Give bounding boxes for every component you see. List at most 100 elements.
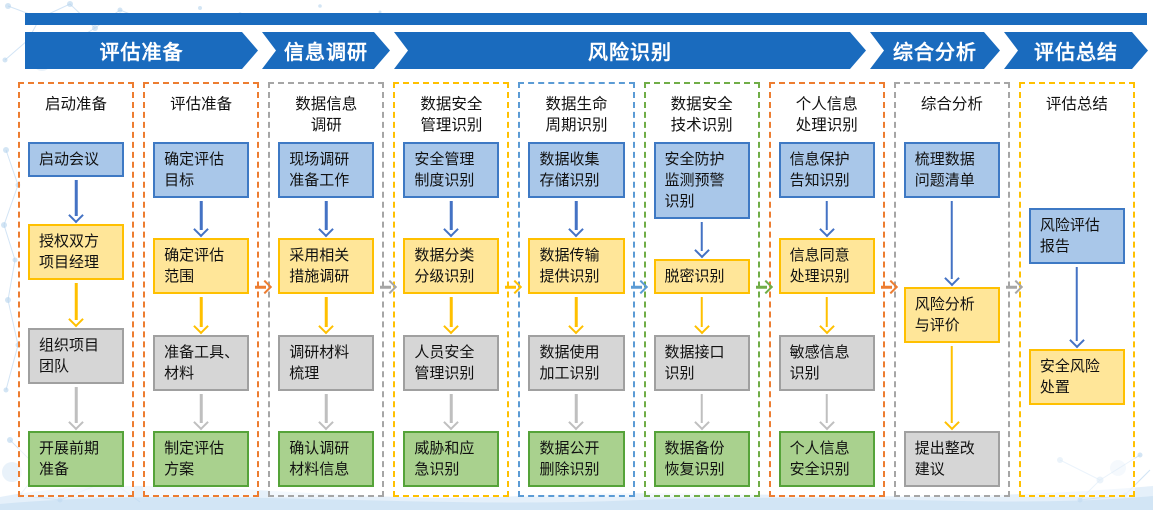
flow-column-9: 评估总结风险评估 报告安全风险 处置 [1018,82,1135,497]
column-gap [635,82,644,497]
flow-column-6: 数据安全 技术识别安全防护 监测预警 识别脱密识别数据接口 识别数据备份 恢复识… [643,82,760,497]
down-arrow-icon [779,392,875,430]
phase-segment-risk-identification: 风险识别 [394,32,866,69]
down-arrow-icon [779,295,875,333]
phase-segment-comprehensive-analysis: 综合分析 [870,32,1000,69]
top-accent-bar [25,13,1147,25]
column-title: 综合分析 [920,96,983,113]
down-arrow-icon [654,295,750,333]
flow-box: 安全风险 处置 [1028,348,1125,405]
spacer [1029,142,1125,208]
flow-box: 个人信息 安全识别 [778,430,875,487]
down-arrow-icon [904,344,1000,431]
column-title: 启动准备 [45,96,108,113]
flow-box: 确认调研 材料信息 [278,430,375,487]
column-gap [760,82,769,497]
flow-box: 敏感信息 识别 [778,334,875,391]
down-arrow-icon [528,295,624,333]
down-arrow-icon [278,295,374,333]
flow-box: 数据分类 分级识别 [403,238,500,295]
down-arrow-icon [28,281,124,326]
spacer [1029,405,1125,488]
flow-box: 数据备份 恢复识别 [653,430,750,487]
flow-box: 安全管理 制度识别 [403,142,500,198]
flow-box: 信息同意 处理识别 [778,238,875,295]
down-arrow-icon [278,392,374,430]
flow-box: 脱密识别 [653,259,750,295]
column-gap [509,82,518,497]
flow-box: 风险分析 与评价 [903,286,1000,343]
down-arrow-icon [403,295,499,333]
column-gap [384,82,393,497]
phase-segment-summary: 评估总结 [1004,32,1148,69]
down-arrow-icon [28,385,124,430]
flow-column-4: 数据安全 管理识别安全管理 制度识别数据分类 分级识别人员安全 管理识别威胁和应… [393,82,510,497]
flow-box: 制定评估 方案 [153,430,250,487]
flow-box: 人员安全 管理识别 [403,334,500,391]
right-arrow-icon [756,280,773,294]
down-arrow-icon [153,199,249,237]
flow-box: 威胁和应 急识别 [403,430,500,487]
right-arrow-icon [505,280,522,294]
down-arrow-icon [403,199,499,237]
flow-box: 组织项目 团队 [28,327,125,384]
flow-column-5: 数据生命 周期识别数据收集 存储识别数据传输 提供识别数据使用 加工识别数据公开… [518,82,635,497]
flow-column-7: 个人信息 处理识别信息保护 告知识别信息同意 处理识别敏感信息 识别个人信息 安… [768,82,885,497]
right-arrow-icon [1006,280,1023,294]
flow-box: 启动会议 [28,142,125,177]
flow-box: 确定评估 目标 [153,142,250,198]
flow-box: 数据使用 加工识别 [528,334,625,391]
down-arrow-icon [153,392,249,430]
down-arrow-icon [403,392,499,430]
column-title: 评估总结 [1045,96,1108,113]
down-arrow-icon [28,178,124,223]
flow-box: 数据收集 存储识别 [528,142,625,198]
column-gap [885,82,894,497]
column-title: 数据安全 管理识别 [420,96,483,134]
column-title: 个人信息 处理识别 [795,96,858,134]
flow-box: 梳理数据 问题清单 [903,142,1000,198]
flow-column-1: 启动准备启动会议授权双方 项目经理组织项目 团队开展前期 准备 [18,82,135,497]
down-arrow-icon [528,392,624,430]
down-arrow-icon [528,199,624,237]
down-arrow-icon [654,392,750,430]
column-title: 评估准备 [170,96,233,113]
down-arrow-icon [654,220,750,258]
flow-column-3: 数据信息 调研现场调研 准备工作采用相关 措施调研调研材料 梳理确认调研 材料信… [268,82,385,497]
flow-box: 数据公开 删除识别 [528,430,625,487]
flow-box: 信息保护 告知识别 [778,142,875,198]
flow-box: 准备工具、 材料 [153,334,250,391]
flow-box: 授权双方 项目经理 [28,224,125,281]
right-arrow-icon [380,280,397,294]
down-arrow-icon [904,199,1000,286]
flow-box: 风险评估 报告 [1028,208,1125,264]
down-arrow-icon [1029,265,1125,348]
column-title: 数据安全 技术识别 [670,96,733,134]
flow-box: 确定评估 范围 [153,238,250,295]
down-arrow-icon [153,295,249,333]
column-title: 数据信息 调研 [295,96,358,134]
flow-box: 开展前期 准备 [28,430,125,487]
flow-box: 数据接口 识别 [653,334,750,391]
phase-segment-preparation: 评估准备 [25,32,258,69]
down-arrow-icon [278,199,374,237]
right-arrow-icon [255,280,272,294]
flow-box: 提出整改 建议 [903,431,1000,487]
flow-box: 调研材料 梳理 [278,334,375,391]
flow-column-2: 评估准备确定评估 目标确定评估 范围准备工具、 材料制定评估 方案 [143,82,260,497]
flow-box: 现场调研 准备工作 [278,142,375,198]
column-title: 数据生命 周期识别 [545,96,608,134]
down-arrow-icon [779,199,875,237]
flow-box: 安全防护 监测预警 识别 [653,142,750,219]
phase-segment-info-research: 信息调研 [262,32,390,69]
phase-banner: 评估准备 信息调研 风险识别 综合分析 评估总结 [25,32,1148,69]
right-arrow-icon [881,280,898,294]
right-arrow-icon [631,280,648,294]
column-gap [1010,82,1019,497]
flow-box: 数据传输 提供识别 [528,238,625,295]
flow-columns-strip: 启动准备启动会议授权双方 项目经理组织项目 团队开展前期 准备评估准备确定评估 … [18,82,1135,497]
flow-box: 采用相关 措施调研 [278,238,375,295]
column-gap [259,82,268,497]
column-gap [134,82,143,497]
flow-column-8: 综合分析梳理数据 问题清单风险分析 与评价提出整改 建议 [893,82,1010,497]
